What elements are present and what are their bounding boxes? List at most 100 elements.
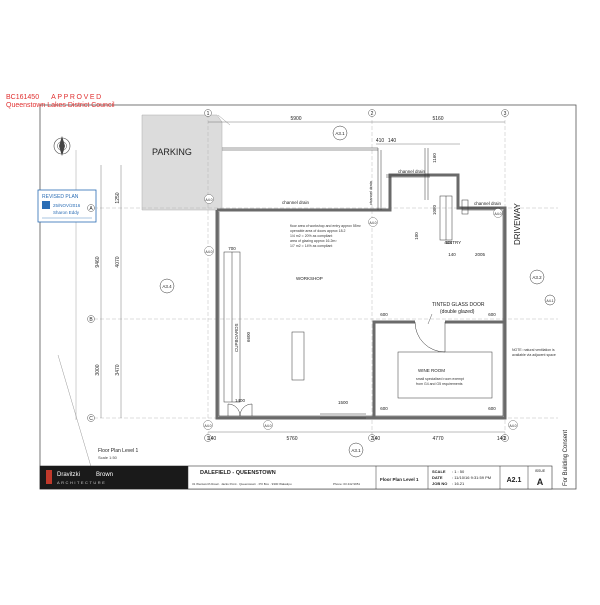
grid-row-c: C [89,416,93,422]
dim-door-w2: 1500 [338,400,349,405]
project-name: DALEFIELD - QUEENSTOWN [200,470,276,476]
dim-wine-w2: 600 [488,406,496,411]
section-markers: A3.1 A3.1 A3.2 A3.4 A4.1 [159,125,556,458]
top-dimensions [208,121,505,145]
dim-left-top: 1250 [115,192,121,203]
cupboards-label: CUPBOARDS [234,323,239,352]
dim-top-left: 5900 [290,116,301,122]
workshop-note-3: 1/4 m2 = 20% as compliant [290,234,332,238]
workshop-note-1: floor area of workshop and entry approx … [290,224,362,228]
plan-scale-caption: Scale 1:50 [98,455,118,460]
exterior-walls [215,173,507,420]
channel-drain-label-1: channel drain [282,200,310,205]
dim-top-sub-a: 410 [376,138,385,144]
consent-ref: BC161450 [6,94,40,101]
marker-a32: A3.2 [532,275,542,280]
wine-room-label: WINE ROOM [418,368,445,373]
dim-top-sub-b: 140 [388,138,397,144]
dim-wine-w: 600 [380,406,388,411]
firm-name-2: Brown [96,472,113,478]
dim-left-bottom: 3000 [95,364,101,375]
dim-bottom-c: 140 [372,436,381,442]
issue-value: A [537,477,544,487]
marker-a34: A3.4 [162,284,172,289]
wine-racking [397,351,493,399]
cupboards [223,251,241,403]
elevation-tags: A4.0 A4.0 A4.0 A4.0 A4.0 A4.0 A4.0 [203,194,518,430]
svg-text:A4.0: A4.0 [369,221,376,225]
workshop-note-4: area of glazing approx 16.2m² [290,239,337,243]
dim-entry-d: 140 [448,252,456,257]
grid-row-b: B [89,317,93,323]
firm-phone: Phone: 03 442 9951 [333,482,360,486]
dim-left-upper: 4070 [115,256,121,267]
council-name: Queenstown Lakes District Council [6,102,115,109]
channel-drains [222,147,500,211]
firm-name-1: Dravitzki [57,472,80,478]
channel-drain-label-2: channel drain [368,181,373,205]
sheet-border [39,104,577,490]
council-logo-icon [42,201,50,209]
svg-text:A4.0: A4.0 [264,424,271,428]
wine-room-walls [372,320,505,418]
grid-col-1: 1 [207,111,210,117]
boundary-line [57,354,93,471]
parking-label: PARKING [152,147,192,157]
firm-sub: ARCHITECTURE [57,480,106,485]
issue-label: ISSUE [535,469,546,473]
parking-area [141,114,223,211]
revised-name: Sharon Eddy [53,210,80,215]
dim-tgd-w2: 600 [488,312,496,317]
firm-logo-icon [46,470,52,484]
sheet-number: A2.1 [507,477,522,484]
svg-text:A4.0: A4.0 [509,424,516,428]
scale-value: : 1 : 50 [452,469,465,474]
channel-drain-label-4: channel drain [474,201,502,206]
revised-plan-stamp: REVISED PLAN 25/NOV/2016 Sharon Eddy [37,189,97,223]
dim-entry-a: 1160 [432,153,437,163]
date-label: DATE [432,475,443,480]
plan-caption: Floor Plan Level 1 [98,448,139,454]
dim-cupboards-h: 6600 [246,331,251,342]
north-arrow-icon [53,136,77,420]
revised-plan-label: REVISED PLAN [42,194,79,200]
svg-text:A4.0: A4.0 [205,250,212,254]
title-block: Dravitzki Brown ARCHITECTURE DALEFIELD -… [39,465,553,490]
grid-col-1-bottom: 1 [207,436,210,442]
date-value: : 11/10/16 9:31:59 PM [452,475,491,480]
driveway-label: DRIVEWAY [513,203,522,245]
revised-date: 25/NOV/2016 [53,203,81,208]
marker-a41: A4.1 [546,299,553,303]
dim-entry-e: 1080 [432,204,437,215]
wine-room-note-2: from G4 and G5 requirements [416,382,463,386]
channel-drain-label-3: channel drain [398,169,426,174]
boundary-line [217,114,231,126]
dim-top-right: 5160 [432,116,443,122]
grid-col-2-bottom: 2 [371,436,374,442]
entry-structure [439,195,469,241]
marker-a31-top: A3.1 [335,131,345,136]
job-value: : 16.21 [452,481,465,486]
left-dimensions [100,165,122,418]
workshop-label: WORKSHOP [296,276,323,281]
marker-a31-bottom: A3.1 [351,448,361,453]
grid-bubbles: 1 2 3 1 2 3 A B C [87,109,509,442]
dim-left-lower: 3470 [115,364,121,375]
project-address: 31 Wentworth Road · Jacks Point · Queens… [192,482,292,486]
tinted-glass-door-sub: (double glazed) [440,309,475,315]
dim-left-total: 9460 [95,256,101,267]
for-building-consent: For Building Consent [563,430,569,486]
ventilation-note-2: available via adjacent space [512,353,556,357]
grid-col-3-bottom: 3 [504,436,507,442]
dim-entry-c: 2005 [475,252,486,257]
dim-bottom-a: 140 [208,436,217,442]
dim-cupboards-w: 700 [228,246,236,251]
tinted-glass-door-label: TINTED GLASS DOOR [432,302,485,308]
dim-tgd-w: 600 [380,312,388,317]
grid-row-a: A [89,206,93,212]
wine-room-note-1: small specialised room exempt [416,377,464,381]
dim-entry-g: 100 [414,232,419,240]
dim-entry-f: 442 [444,240,452,245]
